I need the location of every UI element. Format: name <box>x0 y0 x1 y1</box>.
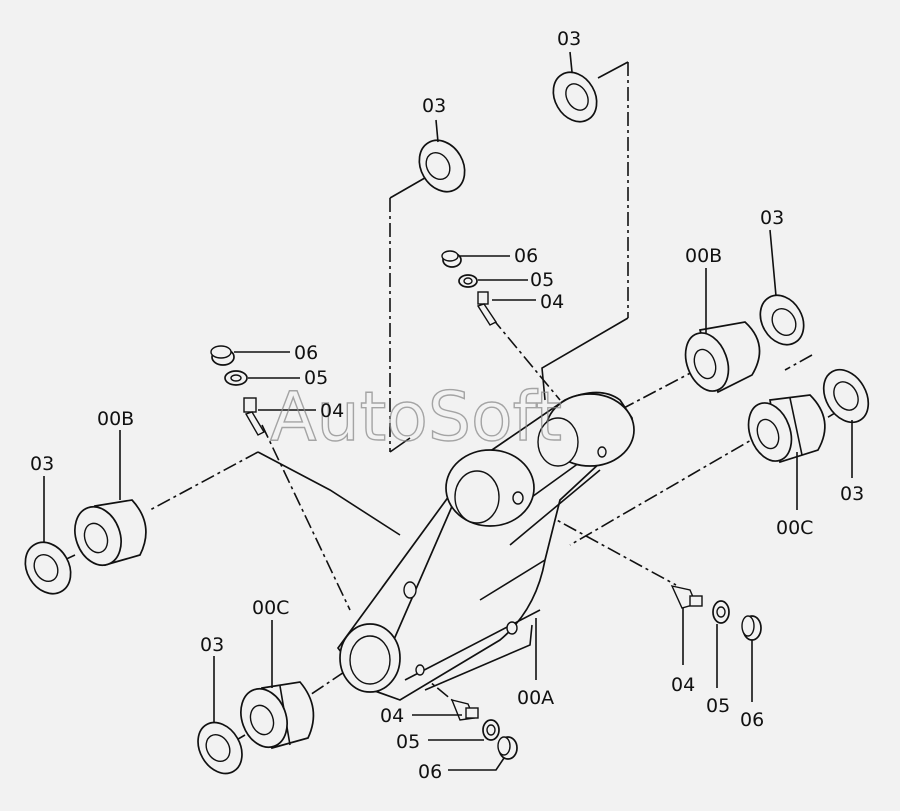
label-cap-right: 06 <box>740 709 764 731</box>
label-seal-left: 03 <box>30 453 54 475</box>
label-fitting-bottom: 04 <box>380 705 404 727</box>
label-seal-top: 03 <box>557 28 581 50</box>
fitting-left <box>243 397 265 436</box>
washer-upper <box>458 274 478 288</box>
label-bushing-b-left: 00B <box>97 408 134 430</box>
washer-left <box>224 370 248 386</box>
watermark-text: AutoSoft <box>270 378 562 457</box>
seal-right-top <box>759 294 805 346</box>
label-link-body: 00A <box>517 687 554 709</box>
link-body-00A <box>336 391 635 701</box>
label-cap-bottom: 06 <box>418 761 442 783</box>
fitting-bottom <box>450 698 479 721</box>
fitting-upper <box>476 291 498 326</box>
seal-left <box>24 541 72 595</box>
fitting-right <box>670 585 703 609</box>
label-cap-left: 06 <box>294 342 318 364</box>
part-labels: 03 03 03 03 03 03 00B 00B 00C 00C 00A 06… <box>30 28 864 783</box>
label-seal-right-top: 03 <box>760 207 784 229</box>
label-washer-upper: 05 <box>530 269 554 291</box>
label-washer-right: 05 <box>706 695 730 717</box>
cap-right <box>741 615 762 641</box>
label-cap-upper: 06 <box>514 245 538 267</box>
label-fitting-right: 04 <box>671 674 695 696</box>
bushing-00C-left <box>240 681 315 750</box>
seal-upper <box>418 139 466 193</box>
cap-upper <box>441 250 462 268</box>
bushing-00C-right <box>747 394 826 464</box>
label-bushing-c-right: 00C <box>776 517 813 539</box>
label-fitting-left: 04 <box>320 400 344 422</box>
cap-bottom <box>497 736 518 760</box>
label-washer-bottom: 05 <box>396 731 420 753</box>
washer-right <box>712 600 730 624</box>
label-fitting-upper: 04 <box>540 291 564 313</box>
label-bushing-c-left: 00C <box>252 597 289 619</box>
cap-left <box>210 345 235 366</box>
label-seal-upper: 03 <box>422 95 446 117</box>
seal-bottom-left <box>197 721 243 775</box>
bushing-00B-left <box>74 499 147 567</box>
seal-right-bottom <box>822 368 870 424</box>
washer-bottom <box>482 719 500 741</box>
label-seal-right-bottom: 03 <box>840 483 864 505</box>
label-leaders <box>43 51 853 771</box>
label-seal-bottom-left: 03 <box>200 634 224 656</box>
label-washer-left: 05 <box>304 367 328 389</box>
bushing-00B-right <box>684 321 761 394</box>
seal-top <box>552 71 598 123</box>
label-bushing-b-right: 00B <box>685 245 722 267</box>
